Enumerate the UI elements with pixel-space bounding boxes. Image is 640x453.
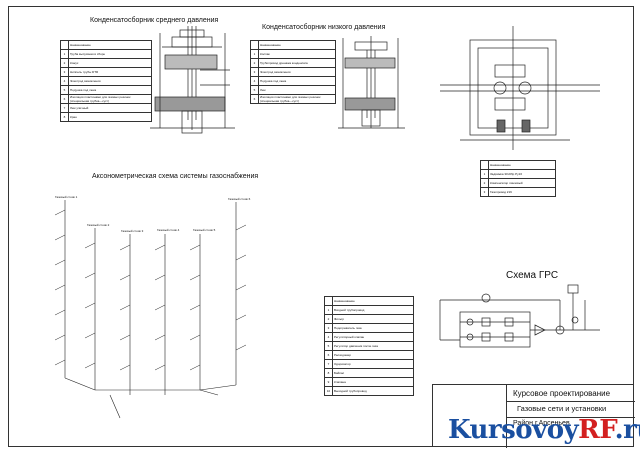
riser-label: Газовый стояк 2 [87,223,110,227]
title-medium-pressure: Конденсатосборник среднего давления [90,17,219,24]
riser-label: Газовый стояк 1 [55,195,78,199]
grs-scheme-drawing [439,284,600,348]
valve-well-plan-drawing [440,26,600,150]
title-grs: Схема ГРС [506,270,559,281]
condensate-collector-medium-drawing [150,26,235,134]
watermark-logo: KursovoyRF.ru [448,415,640,445]
axonometric-riser-lines [64,200,237,419]
title-block-divider [506,417,635,418]
axonometric-branches [54,209,247,371]
title-low-pressure: Конденсатосборник низкого давления [262,24,386,31]
title-block-course: Курсовое проектирование [513,389,611,398]
riser-label: Газовый стояк 4 [157,228,180,232]
sheet-frame [8,6,634,447]
condensate-collector-low-drawing [338,36,405,129]
title-block-location: Район г.Арсеньев [513,420,570,427]
title-block-divider [506,401,635,402]
title-block: Курсовое проектирование Газовые сети и у… [432,384,635,448]
title-block-subject: Газовые сети и установки [517,404,607,413]
riser-label: Газовый стояк 5 [193,228,216,232]
riser-label: Газовый стояк 3 [121,229,144,233]
title-block-divider [506,385,507,448]
title-axonometric: Аксонометрическая схема системы газоснаб… [92,173,259,180]
riser-label: Газовый стояк 6 [228,197,251,201]
